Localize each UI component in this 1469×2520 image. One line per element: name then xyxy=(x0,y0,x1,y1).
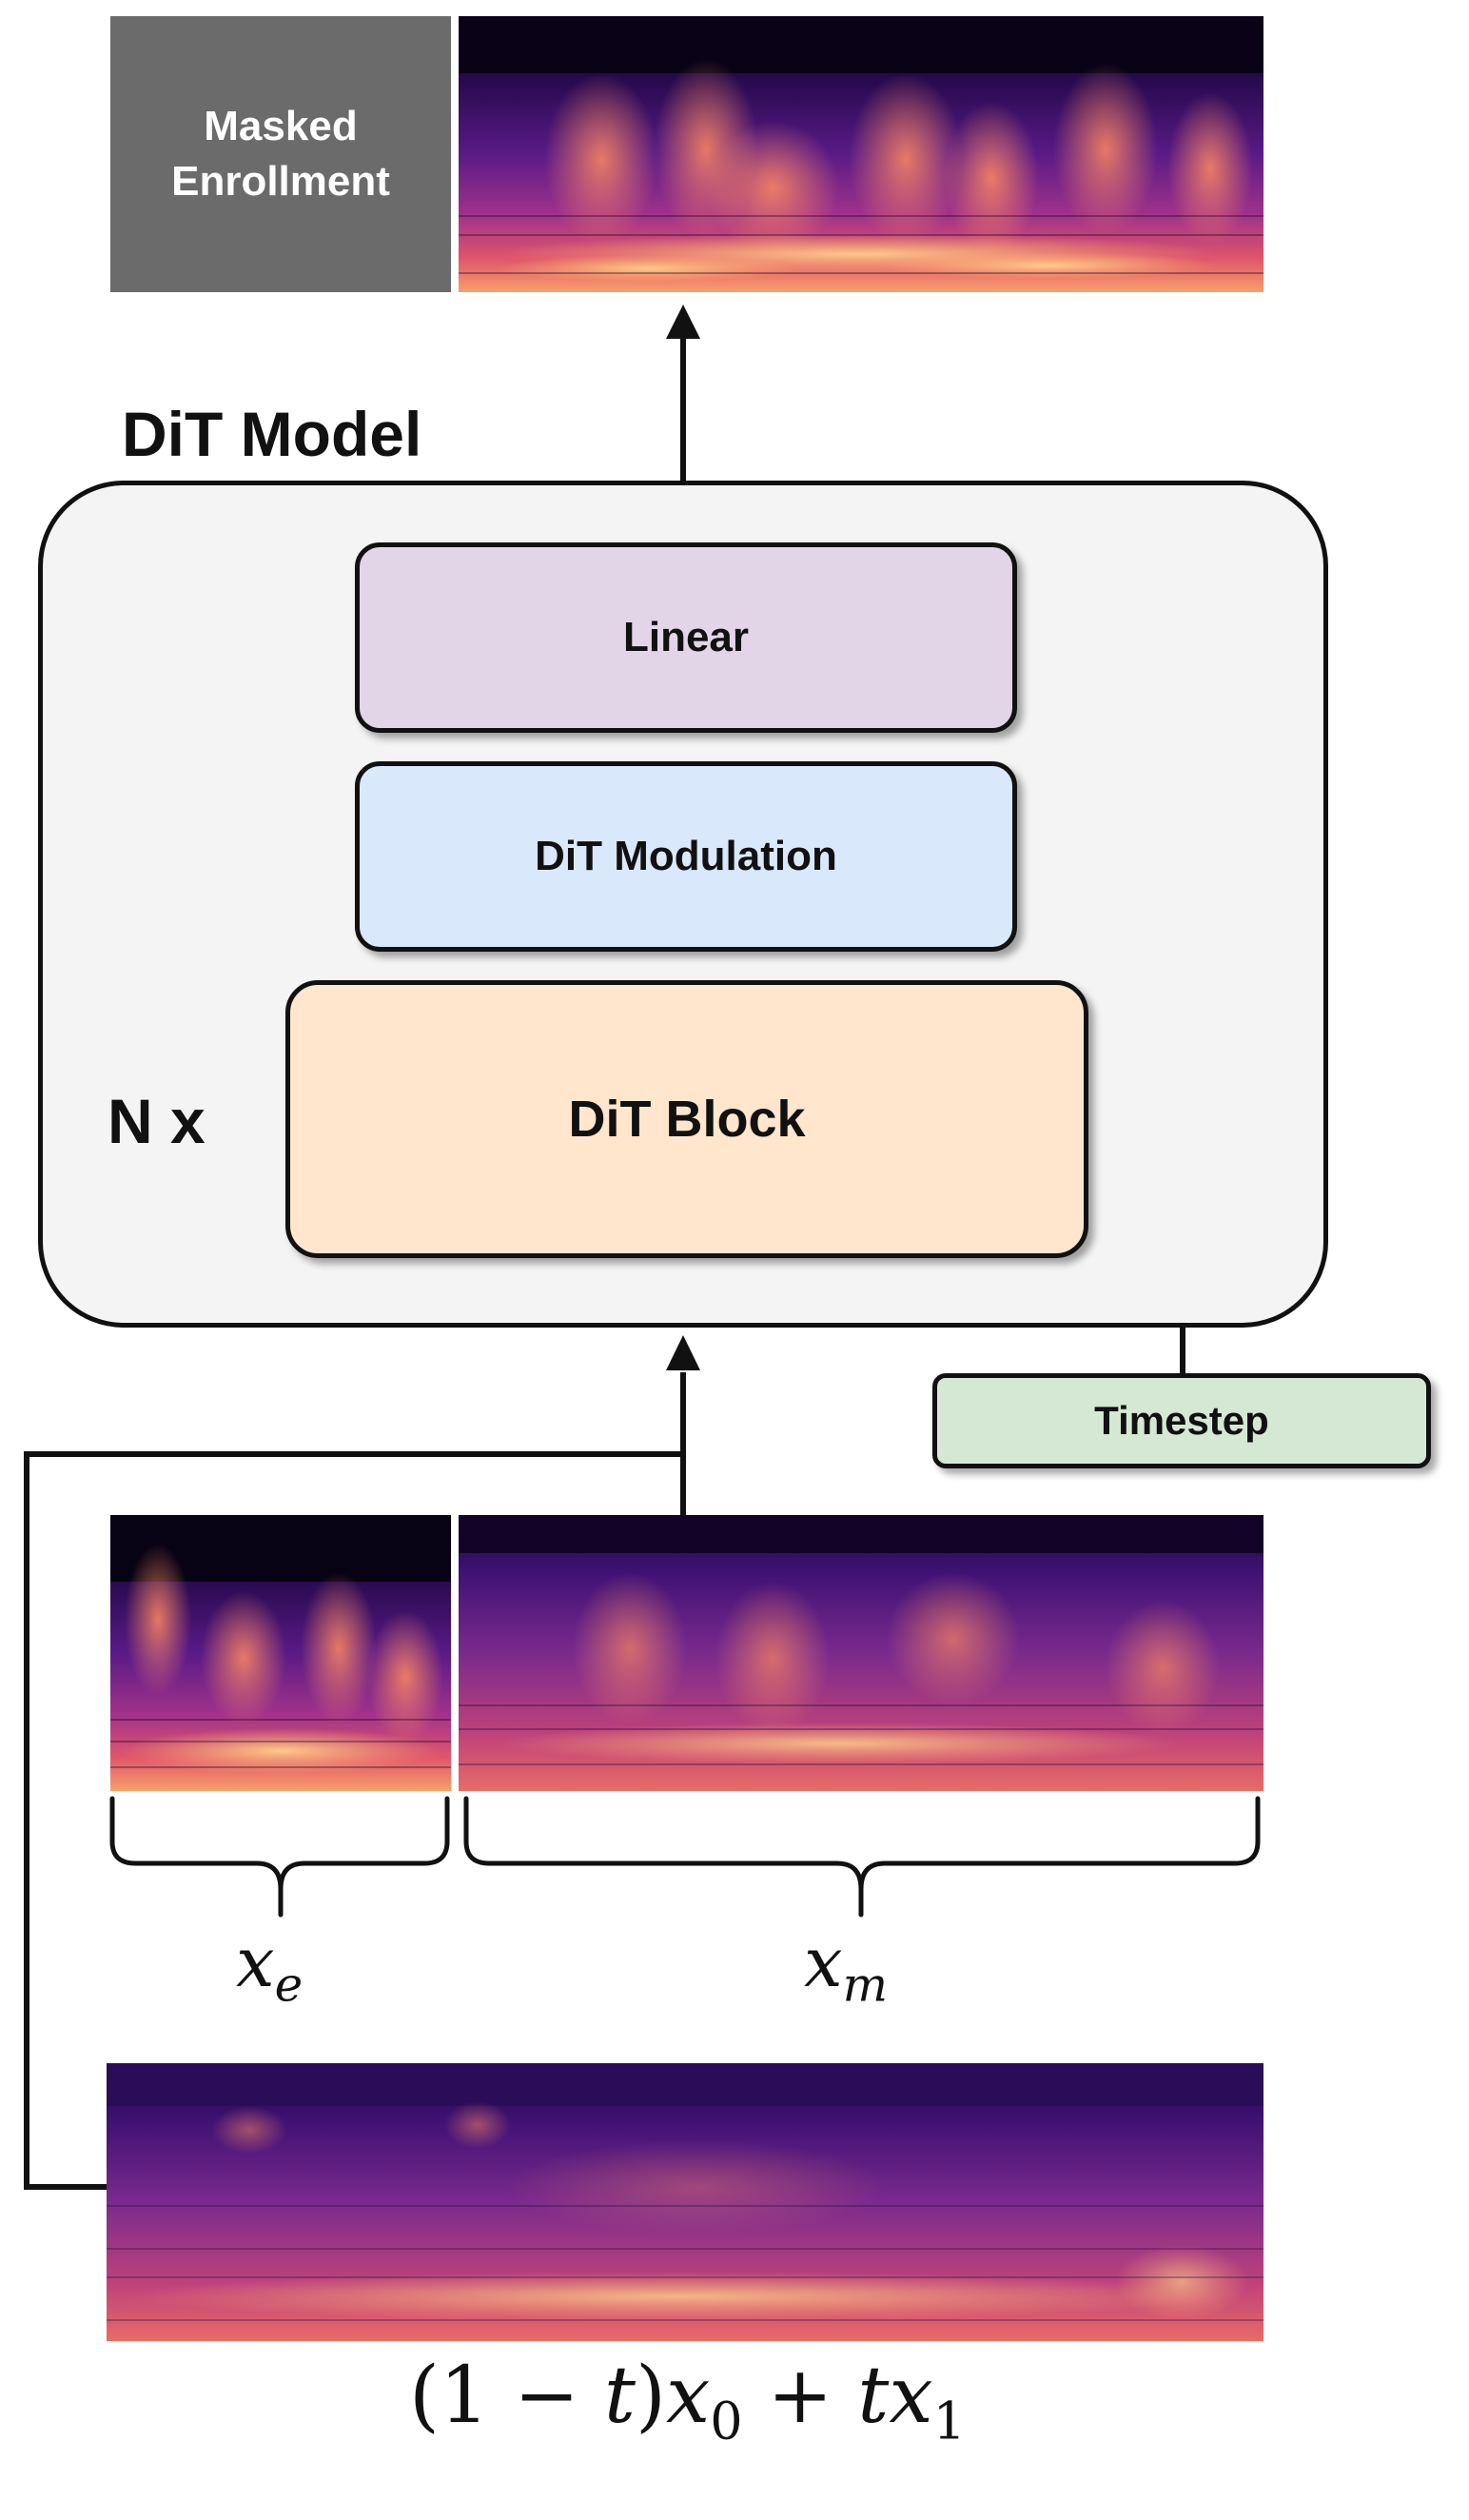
linear-label: Linear xyxy=(622,614,750,660)
formula-close: ) xyxy=(635,2351,666,2441)
formula-x0: x xyxy=(665,2351,711,2441)
xm-label: xm xyxy=(804,1922,888,2012)
linear-layer: Linear xyxy=(355,542,1017,733)
formula-t2: t xyxy=(857,2351,890,2441)
formula-open: (1 − xyxy=(409,2351,604,2441)
block-label: DiT Block xyxy=(568,1091,806,1148)
xm-sub: m xyxy=(842,1957,889,2013)
brace-xe xyxy=(109,1796,450,1918)
dit-modulation-layer: DiT Modulation xyxy=(355,761,1017,952)
arrow-up-output xyxy=(666,305,700,339)
noisy-spectrogram xyxy=(107,2063,1263,2341)
masked-region-spectrogram xyxy=(459,1515,1263,1791)
formula-s1: 1 xyxy=(932,2391,966,2451)
formula-t1: t xyxy=(604,2351,636,2441)
spectro-blobs-top xyxy=(497,59,1253,282)
formula-plus: + xyxy=(742,2351,858,2441)
masked-label-line2: Enrollment xyxy=(171,158,390,205)
formula-s0: 0 xyxy=(710,2391,743,2451)
modulation-label: DiT Modulation xyxy=(535,833,837,879)
timestep-box: Timestep xyxy=(932,1373,1431,1468)
target-spectrogram xyxy=(459,16,1263,292)
brace-xm xyxy=(463,1796,1261,1918)
xe-sub: e xyxy=(274,1957,304,2013)
enrollment-spectrogram xyxy=(110,1515,451,1791)
masked-label-line1: Masked xyxy=(204,103,358,149)
xm-base: x xyxy=(804,1922,843,2002)
arrow-up-input xyxy=(666,1335,700,1370)
model-title: DiT Model xyxy=(122,399,422,469)
interpolation-formula: (1 − t)x0 + tx1 xyxy=(409,2351,966,2451)
xe-label: xe xyxy=(236,1922,303,2012)
xe-base: x xyxy=(236,1922,275,2002)
masked-enrollment-fill xyxy=(110,16,451,292)
timestep-label: Timestep xyxy=(1094,1398,1269,1443)
formula-x1: x xyxy=(889,2351,933,2441)
dit-block: DiT Block xyxy=(285,980,1088,1258)
repeat-label: N x xyxy=(108,1086,206,1156)
masked-enrollment-box: Masked Enrollment xyxy=(110,16,451,292)
